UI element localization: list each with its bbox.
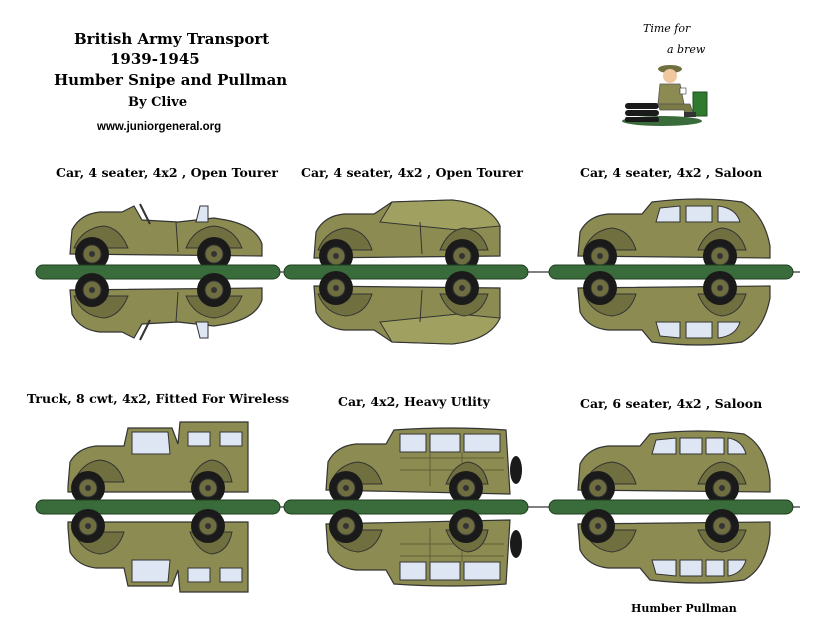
vehicle-heavy-utility — [283, 428, 529, 586]
header-url: www.juniorgeneral.org — [97, 121, 222, 133]
vehicle-caption-4: Truck, 8 cwt, 4x2, Fitted For Wireless — [27, 391, 290, 406]
vehicle-saloon — [548, 199, 794, 345]
header-years: 1939-1945 — [110, 50, 200, 68]
vehicle-caption-6: Car, 6 seater, 4x2 , Saloon — [580, 396, 763, 411]
mascot-soldier-icon — [622, 65, 708, 126]
header-author: By Clive — [128, 95, 188, 110]
vehicle-caption-1: Car, 4 seater, 4x2 , Open Tourer — [56, 165, 279, 180]
vehicle-caption-3: Car, 4 seater, 4x2 , Saloon — [580, 165, 763, 180]
footnote-humber-pullman: Humber Pullman — [631, 602, 737, 615]
vehicle-wireless-truck — [35, 422, 281, 592]
mascot-caption-line1: Time for — [643, 22, 691, 35]
vehicle-pullman — [548, 431, 794, 583]
mascot-caption-line2: a brew — [667, 43, 706, 56]
header-title: British Army Transport — [74, 30, 270, 48]
vehicle-open-tourer-hood — [283, 200, 529, 344]
vehicle-caption-5: Car, 4x2, Heavy Utlity — [338, 394, 490, 409]
vehicle-caption-2: Car, 4 seater, 4x2 , Open Tourer — [301, 165, 524, 180]
vehicle-open-tourer-folded — [35, 204, 281, 340]
header-subtitle: Humber Snipe and Pullman — [54, 71, 288, 89]
